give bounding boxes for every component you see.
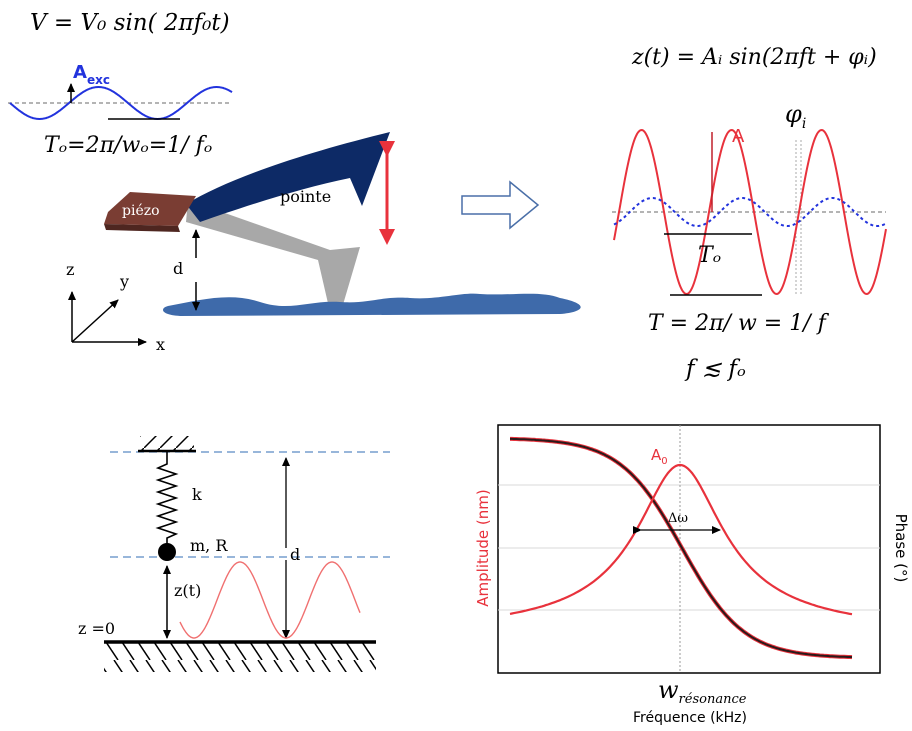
excitation-wave	[9, 86, 233, 120]
phase-curve	[510, 437, 853, 659]
z-axis-label: z	[66, 260, 74, 279]
cantilever-deflected	[186, 132, 390, 222]
x-axis-label: Fréquence (kHz)	[633, 710, 747, 726]
position-equation: z(t) = Aᵢ sin(2πft + φᵢ)	[631, 45, 877, 70]
z0-label: z =0	[78, 619, 115, 638]
sample-surface	[163, 293, 581, 316]
y-axis-arrow	[71, 299, 119, 343]
spring-label: k	[192, 485, 202, 504]
y-axis-label: y	[119, 272, 129, 291]
chart-frame	[497, 424, 881, 674]
resonance-frequency-label: wrésonance	[658, 676, 747, 707]
frequency-relation: f ≲ fₒ	[684, 356, 746, 382]
peak-amplitude-label: A0	[651, 446, 668, 467]
amplitude-label: A	[732, 126, 745, 147]
voltage-equation: V = V₀ sin( 2πf₀t)	[30, 10, 230, 36]
resonance-chart: Δω A0 Amplitude (nm) Phase (°) wrésonanc…	[474, 424, 910, 726]
small-period-label: Tₒ	[698, 243, 721, 268]
y-axis-label: Amplitude (nm)	[474, 489, 492, 606]
piezo-label: piézo	[122, 203, 160, 219]
tip-label: pointe	[280, 187, 331, 206]
top-support-hatch	[140, 436, 194, 450]
z-label: z(t)	[174, 581, 201, 600]
bandwidth-label: Δω	[668, 511, 688, 526]
transition-arrow-icon	[461, 180, 540, 230]
mass-ball	[158, 543, 176, 561]
oscillation-wave	[179, 561, 361, 639]
amplitude-curve	[509, 463, 853, 616]
excitation-panel: V = V₀ sin( 2πf₀t) Aexc Tₒ=2π/wₒ=1/ fₒ p…	[8, 10, 581, 354]
excitation-amplitude-label: Aexc	[73, 62, 110, 87]
response-panel: z(t) = Aᵢ sin(2πft + φᵢ) φi A Tₒ T = 2π/…	[612, 45, 887, 382]
mass-label: m, R	[190, 536, 228, 555]
oscillator-model-panel: k m, R z(t) z =0 d	[78, 436, 390, 672]
distance-label: d	[173, 259, 183, 278]
cantilever-rest	[186, 200, 360, 312]
period-equation: T = 2π/ w = 1/ f	[648, 311, 830, 336]
piezo-side	[104, 224, 180, 232]
phase-label: φi	[785, 100, 806, 132]
spring	[155, 451, 179, 545]
secondary-y-axis-label: Phase (°)	[892, 514, 910, 583]
response-wave	[613, 128, 887, 296]
d-label: d	[290, 545, 300, 564]
excitation-period-equation: Tₒ=2π/wₒ=1/ fₒ	[44, 133, 212, 158]
drive-wave	[613, 197, 887, 227]
piezo-block	[104, 192, 196, 226]
ground-hatch	[104, 642, 376, 672]
x-axis-label: x	[156, 335, 165, 354]
